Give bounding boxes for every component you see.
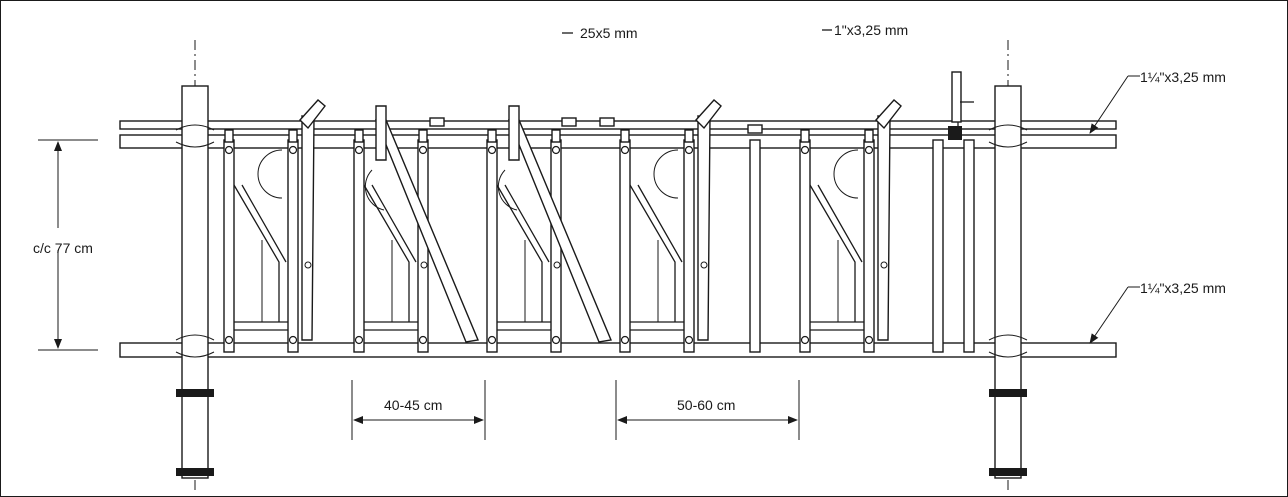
headlock-bay <box>619 99 722 353</box>
rail-tab <box>561 117 577 127</box>
right-post <box>988 85 1028 479</box>
lower-pipe-leader <box>1089 286 1140 344</box>
narrow-spacing-dimension <box>351 380 486 440</box>
end-latch <box>932 71 975 353</box>
rail-tab <box>429 117 445 127</box>
wide-spacing-label: 50-60 cm <box>677 397 735 413</box>
rail-tab <box>747 124 763 134</box>
headlock-bay <box>486 105 612 353</box>
lower-pipe-label: 1¼"x3,25 mm <box>1140 280 1226 296</box>
center-distance-dimension <box>28 139 108 351</box>
top-rail-label: 1"x3,25 mm <box>834 22 908 38</box>
headlock-bay <box>799 99 902 353</box>
rail-tab <box>599 117 615 127</box>
spacer-stile <box>749 139 761 353</box>
headlock-bay <box>353 105 479 353</box>
headlock-bay <box>223 99 326 353</box>
wide-spacing-dimension <box>615 380 800 440</box>
upper-pipe-leader <box>1089 75 1140 134</box>
upper-pipe-label: 1¼"x3,25 mm <box>1140 69 1226 85</box>
narrow-spacing-label: 40-45 cm <box>384 397 442 413</box>
top-flat-rail <box>119 120 1117 130</box>
left-post <box>175 85 215 479</box>
flat-bar-label: 25x5 mm <box>580 25 638 41</box>
center-distance-label: c/c 77 cm <box>33 240 93 256</box>
headlock-bays <box>223 99 902 353</box>
